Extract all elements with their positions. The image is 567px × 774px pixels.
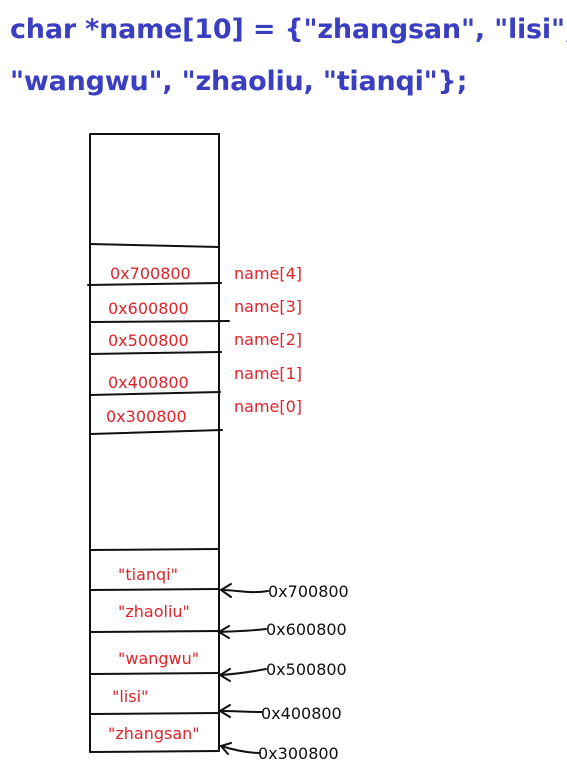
address-arrow — [218, 668, 267, 682]
array-index-label: name[2] — [234, 330, 302, 349]
memory-divider — [89, 391, 221, 396]
pointer-value: 0x400800 — [108, 373, 189, 392]
address-label: 0x700800 — [268, 582, 349, 601]
string-literal: "zhangsan" — [108, 724, 200, 743]
memory-column-outline — [89, 133, 220, 753]
memory-divider — [89, 351, 222, 355]
pointer-value: 0x500800 — [108, 331, 189, 350]
array-index-label: name[0] — [234, 397, 302, 416]
memory-divider — [87, 282, 222, 286]
array-index-label: name[4] — [234, 264, 302, 283]
address-arrow — [218, 704, 263, 718]
address-label: 0x500800 — [266, 660, 347, 679]
address-label: 0x400800 — [261, 704, 342, 723]
pointer-value: 0x300800 — [106, 407, 187, 426]
address-label: 0x600800 — [266, 620, 347, 639]
memory-divider — [89, 630, 220, 633]
code-line-2: "wangwu", "zhaoliu, "tianqi"}; — [10, 66, 468, 97]
address-label: 0x300800 — [258, 744, 339, 763]
memory-divider — [89, 429, 223, 435]
string-literal: "wangwu" — [118, 649, 199, 668]
array-index-label: name[1] — [234, 364, 302, 383]
memory-divider — [89, 588, 219, 591]
address-arrow — [219, 583, 269, 598]
memory-divider — [89, 750, 220, 753]
memory-divider — [89, 712, 220, 715]
address-arrow — [217, 625, 267, 639]
string-literal: "tianqi" — [118, 565, 178, 584]
address-arrow — [219, 742, 261, 755]
string-literal: "lisi" — [112, 687, 148, 706]
memory-divider — [89, 320, 230, 323]
memory-divider — [89, 548, 220, 551]
array-index-label: name[3] — [234, 297, 302, 316]
code-line-1: char *name[10] = {"zhangsan", "lisi", — [10, 14, 567, 45]
pointer-value: 0x700800 — [110, 264, 191, 283]
memory-divider — [89, 672, 220, 675]
string-literal: "zhaoliu" — [118, 602, 190, 621]
pointer-value: 0x600800 — [108, 299, 189, 318]
memory-divider — [89, 243, 220, 248]
